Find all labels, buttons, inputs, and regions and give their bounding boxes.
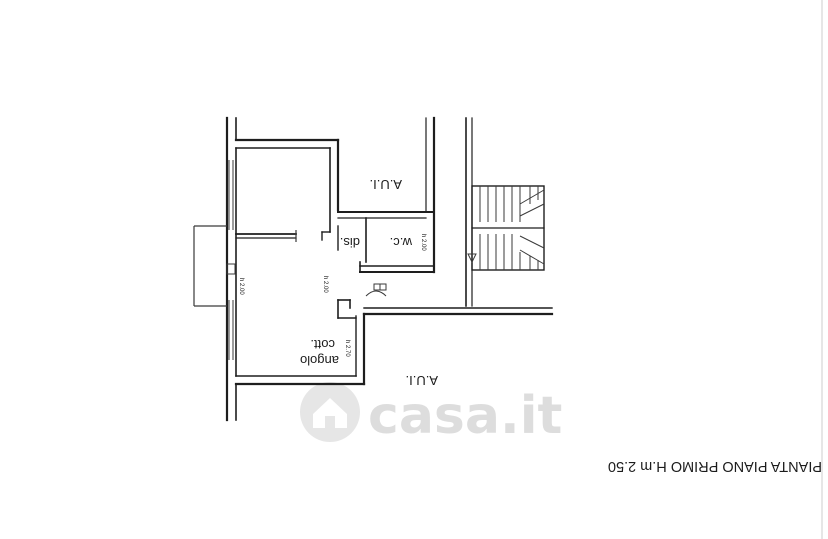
staircase — [467, 185, 545, 271]
label-h-kitchen: h 2.70 — [344, 340, 350, 357]
label-aui-bottom: A.U.I. — [405, 373, 438, 388]
label-aui-top: A.U.I. — [369, 177, 402, 192]
label-dis: dis. — [340, 235, 360, 250]
label-cott: cott. — [310, 337, 335, 352]
label-wc: w.c. — [390, 235, 413, 250]
plan-title: PIANTA PIANO PRIMO H.m 2.50 — [608, 458, 822, 474]
label-h-center: h 2.00 — [322, 276, 328, 293]
labels: A.U.I. w.c. dis. h 2.00 h 2.00 h 2.00 h … — [238, 177, 822, 474]
watermark: casa.it — [300, 382, 562, 446]
label-h-wc: h 2.00 — [420, 234, 426, 251]
walls — [193, 116, 554, 422]
house-icon — [300, 382, 360, 442]
watermark-text: casa.it — [368, 386, 562, 446]
label-angolo: angolo — [300, 353, 339, 368]
label-h-left: h 2.00 — [238, 278, 244, 295]
